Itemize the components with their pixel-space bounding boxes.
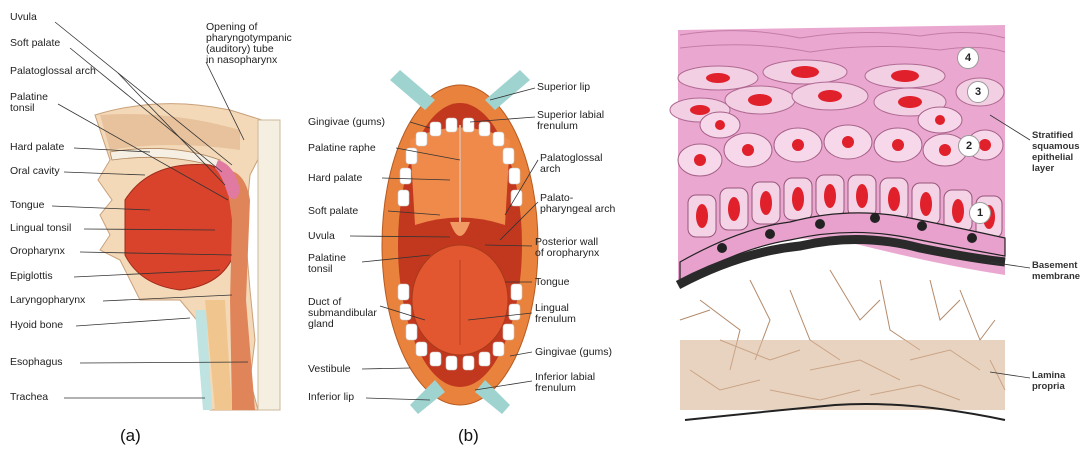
label-inferior-labial-frenulum: Inferior labial frenulum (535, 372, 595, 394)
label-palatine-raphe: Palatine raphe (308, 143, 376, 154)
epithelium-illustration (660, 0, 1085, 454)
label-palatine-tonsil: Palatine tonsil (10, 92, 48, 114)
label-submandibular-duct: Duct of submandibular gland (308, 297, 377, 330)
label-vestibule: Vestibule (308, 364, 351, 375)
label-hard-palate: Hard palate (10, 142, 64, 153)
label-oropharynx: Oropharynx (10, 246, 65, 257)
label-uvula: Uvula (10, 12, 37, 23)
panel-c-epithelium: 4 3 2 1 Stratified squamous epithelial l… (660, 0, 1085, 454)
label-palatopharyngeal-arch: Palato- pharyngeal arch (540, 193, 615, 215)
label-uvula-b: Uvula (308, 231, 335, 242)
label-gingivae-right: Gingivae (gums) (535, 347, 612, 358)
label-soft-palate: Soft palate (10, 38, 60, 49)
label-esophagus: Esophagus (10, 357, 63, 368)
label-soft-palate-b: Soft palate (308, 206, 358, 217)
panel-a-sagittal-section: Uvula Soft palate Palatoglossal arch Pal… (0, 0, 330, 454)
label-palatoglossal-arch-b: Palatoglossal arch (540, 153, 602, 175)
layer-number-3: 3 (967, 81, 989, 103)
panel-b-oral-cavity: Gingivae (gums) Palatine raphe Hard pala… (300, 0, 640, 454)
caption-b: (b) (458, 426, 479, 446)
caption-a: (a) (120, 426, 141, 446)
label-basement-membrane: Basement membrane (1032, 260, 1080, 282)
label-laryngopharynx: Laryngopharynx (10, 295, 85, 306)
layer-number-1: 1 (969, 202, 991, 224)
label-inferior-lip: Inferior lip (308, 392, 354, 403)
label-palatine-tonsil-b: Palatine tonsil (308, 253, 346, 275)
label-hard-palate-b: Hard palate (308, 173, 362, 184)
label-tongue-b: Tongue (535, 277, 569, 288)
label-lingual-tonsil: Lingual tonsil (10, 223, 71, 234)
label-posterior-wall-oropharynx: Posterior wall of oropharynx (535, 237, 599, 259)
label-hyoid-bone: Hyoid bone (10, 320, 63, 331)
layer-number-2: 2 (958, 135, 980, 157)
label-pharyngotympanic-opening: Opening of pharyngotympanic (auditory) t… (206, 22, 292, 66)
label-tongue: Tongue (10, 200, 44, 211)
label-gingivae-left: Gingivae (gums) (308, 117, 385, 128)
label-lingual-frenulum: Lingual frenulum (535, 303, 576, 325)
label-epiglottis: Epiglottis (10, 271, 53, 282)
label-superior-labial-frenulum: Superior labial frenulum (537, 110, 604, 132)
label-oral-cavity: Oral cavity (10, 166, 60, 177)
label-trachea: Trachea (10, 392, 48, 403)
layer-number-4: 4 (957, 47, 979, 69)
label-superior-lip: Superior lip (537, 82, 590, 93)
label-lamina-propria: Lamina propria (1032, 370, 1065, 392)
label-stratified-squamous: Stratified squamous epithelial layer (1032, 130, 1080, 174)
label-palatoglossal-arch: Palatoglossal arch (10, 66, 96, 77)
